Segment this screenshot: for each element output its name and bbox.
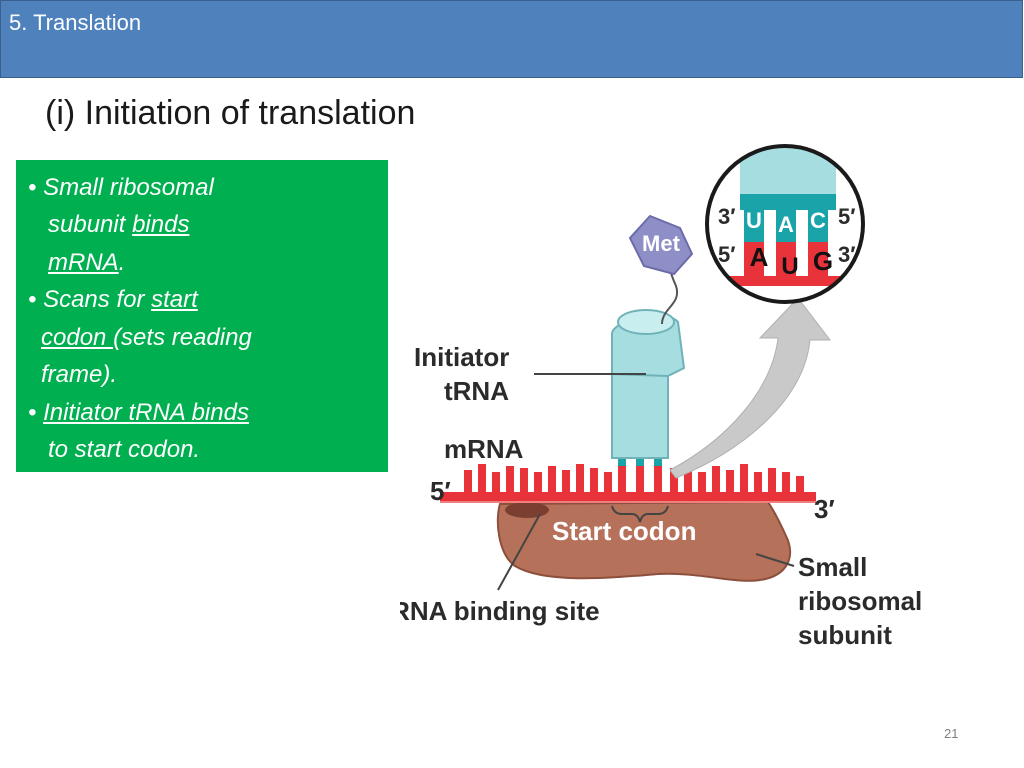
mrna-strand <box>440 492 816 501</box>
label-ribosomal: ribosomal <box>798 586 922 616</box>
codon-g: G <box>813 246 833 276</box>
anticodon-u: U <box>746 208 762 233</box>
bullet-2-line-2: codon (sets reading <box>41 324 252 351</box>
label-initiator: Initiator <box>414 342 509 372</box>
bullet-box: • Small ribosomal subunit binds mRNA. • … <box>16 160 388 472</box>
bullet-1-line-2: subunit binds <box>48 211 190 238</box>
bullet-1-line-1: • Small ribosomal <box>28 174 214 201</box>
codon-u: U <box>781 253 798 280</box>
mrna-binding-site-spot <box>505 502 549 518</box>
inset-bottom-right-3prime: 3′ <box>838 242 856 267</box>
bullet-1-line-3: mRNA. <box>48 249 126 276</box>
met-label: Met <box>642 231 681 256</box>
met-amino-acid: Met <box>628 214 694 276</box>
bullet-2-line-3: frame). <box>41 361 118 388</box>
initiator-trna <box>611 309 686 459</box>
mrna-nucleotides <box>464 464 804 494</box>
codon-inset: U A C A U G 3′ 5′ 5′ 3′ <box>705 144 865 304</box>
header-bar: 5. Translation <box>0 0 1023 78</box>
bullet-3-line-2: to start codon. <box>48 436 201 463</box>
inset-top-left-3prime: 3′ <box>718 204 736 229</box>
zoom-arrow <box>669 297 832 479</box>
label-trna: tRNA <box>444 376 509 406</box>
slide-number: 21 <box>944 726 959 741</box>
inset-top-right-5prime: 5′ <box>838 204 856 229</box>
anticodon-a: A <box>778 212 794 237</box>
label-mrna-5prime: 5′ <box>430 476 451 506</box>
label-binding-site: mRNA binding site <box>400 596 600 626</box>
slide-title: (i) Initiation of translation <box>45 94 416 132</box>
section-title: 5. Translation <box>9 10 142 35</box>
label-small: Small <box>798 552 867 582</box>
label-mrna-3prime: 3′ <box>814 494 835 524</box>
start-codon-brace <box>611 505 669 523</box>
anticodon-c: C <box>810 208 826 233</box>
translation-diagram: Met Initiator tRNA mRNA 5′ 3′ Start codo… <box>400 144 922 650</box>
bullet-3-line-1: • Initiator tRNA binds <box>28 399 249 426</box>
label-start-codon: Start codon <box>552 516 696 546</box>
bullet-2-line-1: • Scans for start <box>28 286 198 313</box>
label-mrna: mRNA <box>444 434 524 464</box>
inset-bottom-left-5prime: 5′ <box>718 242 736 267</box>
small-ribosomal-subunit <box>496 500 791 582</box>
label-subunit: subunit <box>798 620 892 650</box>
codon-a: A <box>750 242 769 272</box>
